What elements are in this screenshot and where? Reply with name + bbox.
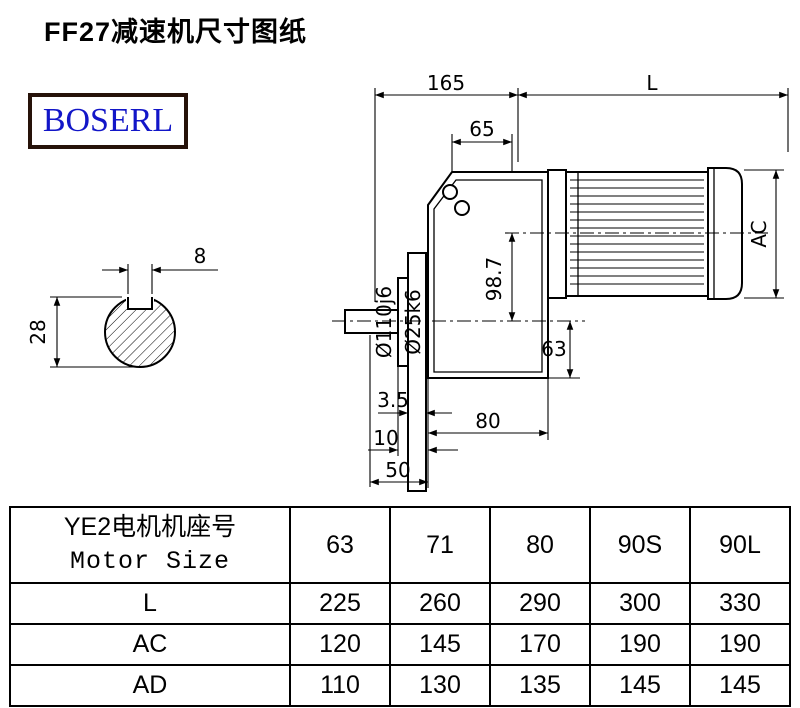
dimension-table: YE2电机机座号 Motor Size 63 71 80 90S 90L L 2… <box>9 506 791 707</box>
table-row-AC: AC 120 145 170 190 190 <box>9 623 791 666</box>
dim-motor-height: AC <box>747 220 771 247</box>
dim-key-width: 8 <box>194 244 207 268</box>
motor-body <box>565 171 709 297</box>
dim-key-section: 28 <box>26 319 50 344</box>
value-cell: 225 <box>289 582 391 625</box>
motor-size-header-cell: YE2电机机座号 Motor Size <box>9 506 291 584</box>
value-cell: 260 <box>389 582 491 625</box>
dim-flange-spigot: Ø110j6 <box>372 286 396 358</box>
motor-flange <box>547 169 567 299</box>
page-title: FF27减速机尺寸图纸 <box>44 17 308 47</box>
bolt-hole <box>454 200 470 216</box>
table-header-row: YE2电机机座号 Motor Size 63 71 80 90S 90L <box>9 506 791 584</box>
value-cell: 145 <box>589 664 691 707</box>
value-cell: 110 <box>289 664 391 707</box>
column-header: 90L <box>689 506 791 584</box>
value-cell: 145 <box>689 664 791 707</box>
row-label: AD <box>9 664 291 707</box>
value-cell: 135 <box>489 664 591 707</box>
dim-shaft-dia: Ø25k6 <box>401 289 425 355</box>
dim-axis-height: 98.7 <box>482 257 506 302</box>
technical-drawing: 8 28 <box>26 71 789 492</box>
dim-motor-length: L <box>646 71 658 95</box>
motor-fins <box>570 179 704 285</box>
value-cell: 330 <box>689 582 791 625</box>
dim-gap: 3.5 <box>377 388 409 412</box>
dim-below-axis: 63 <box>541 337 566 361</box>
dim-shaft-length: 50 <box>385 458 410 482</box>
header-line-en: Motor Size <box>69 547 231 576</box>
value-cell: 120 <box>289 623 391 666</box>
value-cell: 190 <box>689 623 791 666</box>
brand-text: BOSERL <box>42 102 174 139</box>
value-cell: 145 <box>389 623 491 666</box>
bolt-hole <box>442 184 458 200</box>
dim-hub-depth: 10 <box>373 426 398 450</box>
shaft-cross-section: 8 28 <box>26 244 218 368</box>
dim-top-width: 165 <box>427 71 465 95</box>
gearbox-motor-view <box>332 167 768 492</box>
column-header: 90S <box>589 506 691 584</box>
value-cell: 190 <box>589 623 691 666</box>
header-line-cn: YE2电机机座号 <box>63 513 237 542</box>
value-cell: 300 <box>589 582 691 625</box>
dim-housing-width: 80 <box>475 409 500 433</box>
dim-top-inner: 65 <box>469 117 494 141</box>
row-label: L <box>9 582 291 625</box>
value-cell: 130 <box>389 664 491 707</box>
brand-logo: BOSERL <box>28 93 188 149</box>
column-header: 71 <box>389 506 491 584</box>
table-row-L: L 225 260 290 300 330 <box>9 582 791 625</box>
value-cell: 170 <box>489 623 591 666</box>
gearbox-housing <box>427 171 549 379</box>
table-row-AD: AD 110 130 135 145 145 <box>9 664 791 707</box>
dimensions: 165 L 65 AC 98.7 63 Ø110j6 Ø25k6 <box>368 71 789 488</box>
value-cell: 290 <box>489 582 591 625</box>
column-header: 80 <box>489 506 591 584</box>
column-header: 63 <box>289 506 391 584</box>
output-flange <box>407 252 427 492</box>
row-label: AC <box>9 623 291 666</box>
